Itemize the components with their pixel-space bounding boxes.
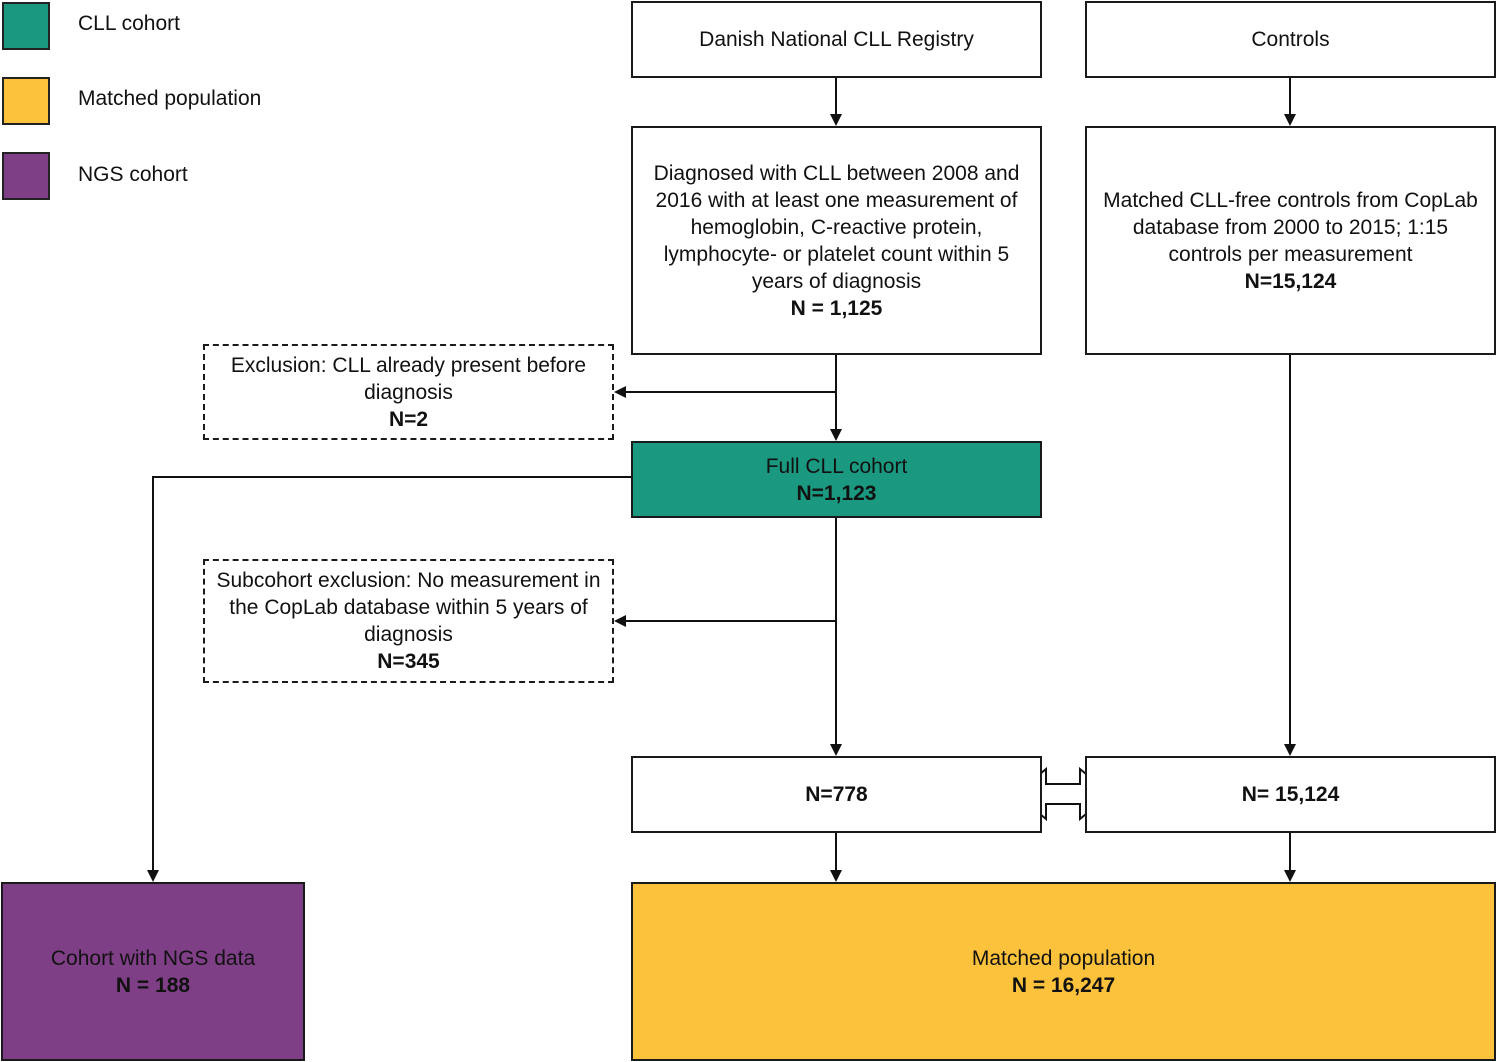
full-cohort-count: N=1,123 <box>796 481 877 505</box>
legend-swatch-cll-cohort <box>2 2 50 50</box>
legend-label-matched-population: Matched population <box>78 87 262 110</box>
matched-population-box: Matched population N = 16,247 <box>631 882 1496 1061</box>
legend-swatch-ngs-cohort <box>2 152 50 200</box>
registry-text: Danish National CLL Registry <box>699 28 974 51</box>
matched-controls-text: Matched CLL-free controls from CopLab da… <box>1103 188 1478 266</box>
cases-778-box: N=778 <box>631 756 1042 833</box>
matched-controls-count: N=15,124 <box>1244 269 1337 293</box>
subcohort-exclusion-box: Subcohort exclusion: No measurement in t… <box>203 559 614 683</box>
controls-box: Controls <box>1085 1 1496 78</box>
subcohort-exclusion-count: N=345 <box>377 650 440 673</box>
registry-box: Danish National CLL Registry <box>631 1 1042 78</box>
controls-15124-count: N= 15,124 <box>1241 783 1340 806</box>
ngs-cohort-count: N = 188 <box>115 973 191 997</box>
matched-population-count: N = 16,247 <box>1011 973 1116 997</box>
controls-text: Controls <box>1251 28 1330 51</box>
exclusion-text: Exclusion: CLL already present before di… <box>230 353 587 404</box>
legend-swatch-matched-population <box>2 77 50 125</box>
controls-15124-box: N= 15,124 <box>1085 756 1496 833</box>
full-cll-cohort-box: Full CLL cohort N=1,123 <box>631 441 1042 518</box>
full-cohort-text: Full CLL cohort <box>765 454 908 478</box>
arrow-full-cohort-to-ngs <box>147 476 631 882</box>
matched-population-text: Matched population <box>971 946 1156 970</box>
exclusion-box: Exclusion: CLL already present before di… <box>203 344 614 440</box>
diagnosed-box: Diagnosed with CLL between 2008 and 2016… <box>631 126 1042 355</box>
diagnosed-text: Diagnosed with CLL between 2008 and 2016… <box>653 161 1020 293</box>
cases-778-count: N=778 <box>805 783 868 806</box>
legend-label-ngs-cohort: NGS cohort <box>78 163 188 186</box>
ngs-cohort-text: Cohort with NGS data <box>50 946 256 970</box>
subcohort-exclusion-text: Subcohort exclusion: No measurement in t… <box>216 569 601 646</box>
ngs-cohort-box: Cohort with NGS data N = 188 <box>1 882 305 1061</box>
exclusion-count: N=2 <box>388 407 429 431</box>
diagnosed-count: N = 1,125 <box>790 296 883 320</box>
matched-controls-box: Matched CLL-free controls from CopLab da… <box>1085 126 1496 355</box>
legend-label-cll-cohort: CLL cohort <box>78 12 180 35</box>
